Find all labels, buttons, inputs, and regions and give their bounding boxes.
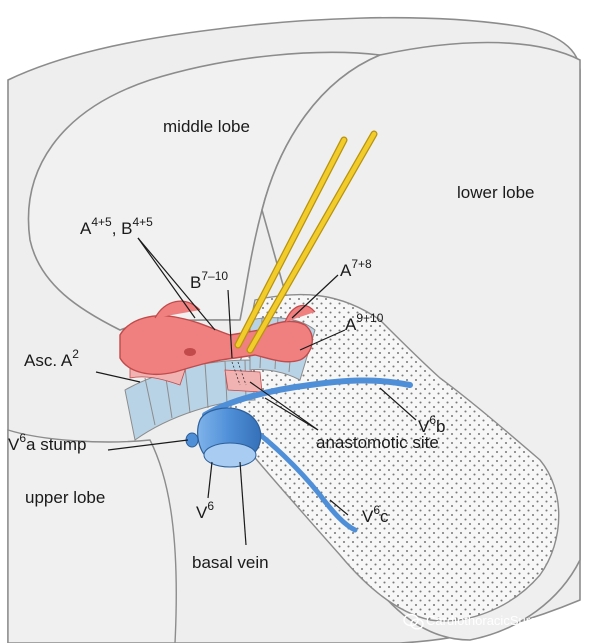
veins bbox=[185, 377, 413, 533]
label-upper-lobe: upper lobe bbox=[25, 488, 105, 507]
label-lower-lobe: lower lobe bbox=[457, 183, 535, 202]
watermark-text: CardiothoracicSurgery bbox=[426, 613, 556, 628]
stippled-parenchyma bbox=[230, 293, 560, 622]
label-basal-vein: basal vein bbox=[192, 553, 269, 572]
label-b7-10: B7–10 bbox=[190, 269, 228, 292]
watermark: CardiothoracicSurgery bbox=[403, 613, 556, 630]
label-a7-8: A7+8 bbox=[340, 257, 372, 280]
label-anastomotic-site: anastomotic site bbox=[316, 433, 439, 452]
surgical-instrument bbox=[234, 130, 378, 354]
label-v6b: V6b bbox=[418, 413, 446, 436]
leader-lines bbox=[95, 237, 417, 546]
label-a45-b45: A4+5, B4+5 bbox=[80, 215, 153, 238]
label-v6a-stump: V6a stump bbox=[8, 431, 87, 454]
label-middle-lobe: middle lobe bbox=[163, 117, 250, 136]
upper-lobe bbox=[7, 429, 177, 643]
wechat-icon bbox=[403, 613, 424, 630]
label-a9-10: A9+10 bbox=[345, 311, 384, 334]
label-v6: V6 bbox=[196, 499, 214, 522]
label-asc-a2: Asc. A2 bbox=[24, 347, 79, 370]
anastomotic-site-marks bbox=[231, 361, 247, 386]
label-v6c: V6c bbox=[362, 503, 389, 526]
labels: middle lobe lower lobe upper lobe A4+5, … bbox=[8, 117, 535, 572]
